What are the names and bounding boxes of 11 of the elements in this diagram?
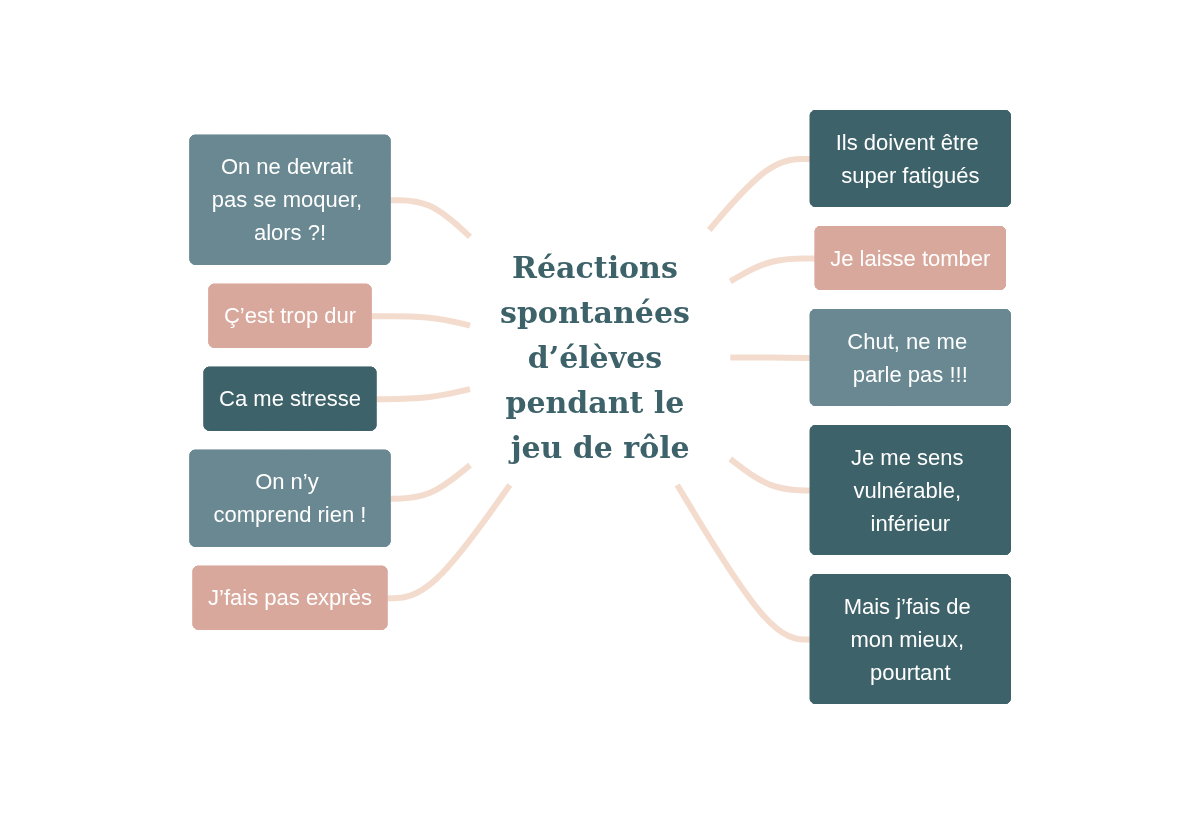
connector (390, 462, 472, 502)
connector (371, 313, 471, 329)
connector (706, 155, 811, 232)
connector (387, 483, 513, 602)
connector (728, 456, 811, 494)
connector (730, 354, 811, 361)
connector (390, 197, 472, 240)
connector (376, 386, 471, 403)
node-text: Réactions spontanées d’élèves pendant le jeu de rôle (499, 250, 690, 465)
connector (728, 255, 816, 284)
connector (674, 483, 811, 643)
